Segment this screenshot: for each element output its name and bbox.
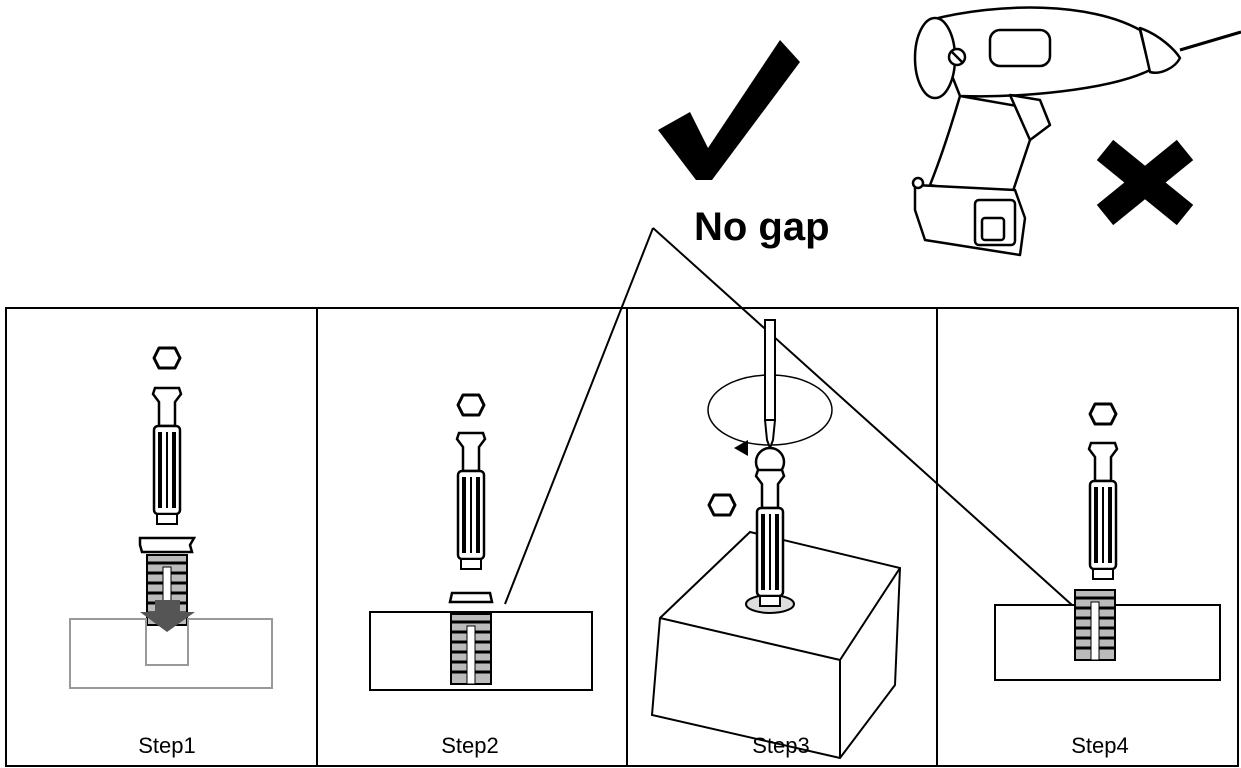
step4-label: Step4 (1071, 733, 1129, 758)
step2-label: Step2 (441, 733, 499, 758)
no-gap-label: No gap (694, 205, 830, 249)
step2-illustration (369, 393, 593, 691)
step1-illustration (69, 346, 273, 689)
rotate-arrow-icon (734, 440, 748, 456)
step3-illustration (650, 319, 902, 760)
cross-icon (1096, 139, 1194, 226)
cordless-drill-icon (911, 6, 1241, 257)
step4-illustration (994, 402, 1221, 681)
callout-leader-lines (504, 227, 1073, 606)
step3-label: Step3 (752, 733, 810, 758)
step1-label: Step1 (138, 733, 196, 758)
insert-arrow-icon (140, 600, 195, 632)
check-icon (658, 40, 800, 180)
